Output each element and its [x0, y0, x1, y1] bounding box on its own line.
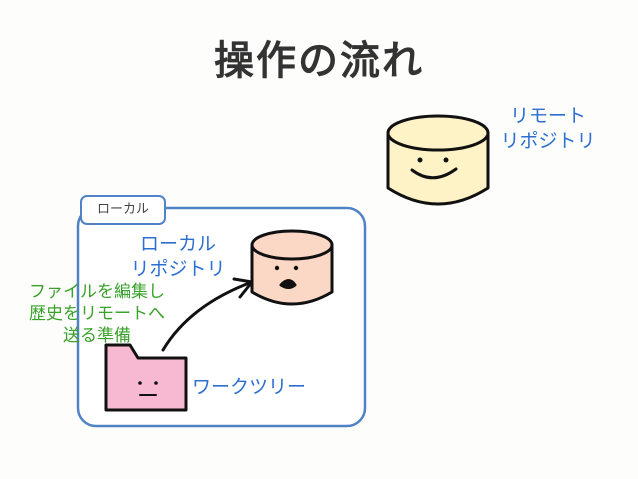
action-line1: ファイルを編集し: [29, 282, 165, 302]
worktree-label: ワークツリー: [192, 376, 307, 398]
action-line3: 送る準備: [63, 326, 131, 346]
local-repository-icon: [250, 229, 334, 306]
action-line2: 歴史をリモートへ: [29, 304, 165, 324]
remote-label-line2: リポジトリ: [500, 130, 596, 152]
action-label: ファイルを編集し 歴史をリモートへ 送る準備: [2, 281, 192, 347]
local-tag: ローカル: [80, 195, 166, 225]
arrow-icon: [161, 277, 254, 352]
remote-repository-label: リモート リポジトリ: [488, 104, 608, 154]
local-repository-label: ローカル リポジトリ: [118, 232, 238, 282]
remote-label-line1: リモート: [509, 105, 586, 127]
local-repo-label-line1: ローカル: [139, 233, 216, 255]
page-title: 操作の流れ: [214, 38, 424, 84]
local-repo-label-line2: リポジトリ: [130, 258, 226, 280]
folder-icon: [104, 343, 188, 412]
remote-repository-icon: [386, 114, 490, 206]
